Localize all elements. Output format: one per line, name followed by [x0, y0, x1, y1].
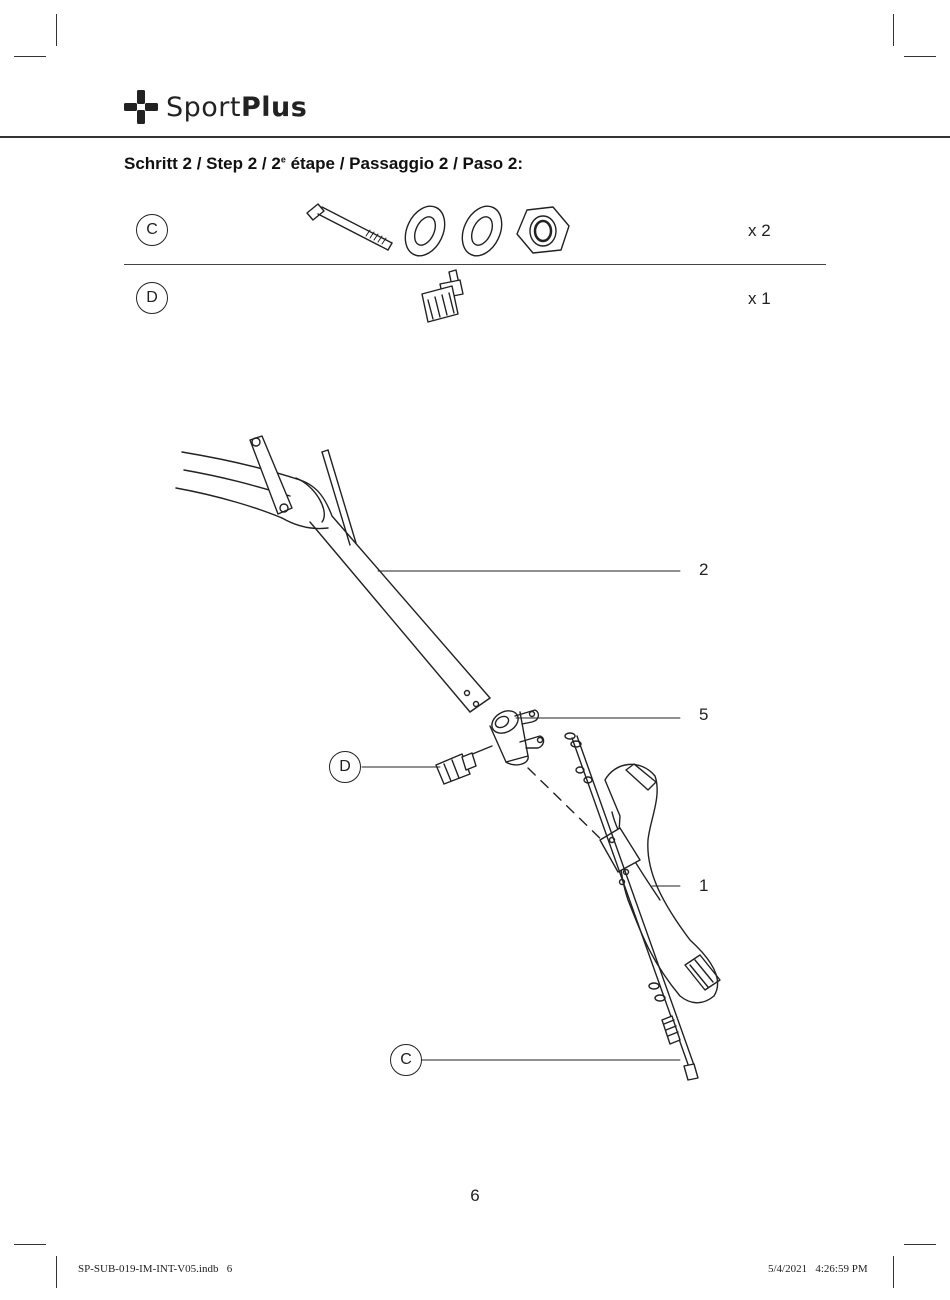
slug-timestamp: 5/4/2021 4:26:59 PM [768, 1263, 868, 1275]
washer-icon [404, 205, 446, 257]
callout-hardware-d: D [329, 751, 361, 783]
pivot-plate [249, 435, 293, 515]
washer-icon [461, 205, 503, 257]
crop-mark [56, 1256, 57, 1288]
upper-tube [175, 451, 491, 713]
page-number: 6 [470, 1186, 480, 1205]
knob-icon [421, 269, 464, 323]
slug-file: SP-SUB-019-IM-INT-V05.indb 6 [78, 1263, 233, 1275]
callout-part-2: 2 [699, 560, 709, 579]
crop-mark [904, 1244, 936, 1245]
handle [599, 763, 721, 1004]
plus-cross-icon [124, 90, 158, 124]
part-c-label: C [136, 214, 168, 246]
crop-mark [14, 1244, 46, 1245]
bracket [489, 709, 545, 766]
crop-mark [56, 14, 57, 46]
brand-wordmark: SportPlus [166, 91, 308, 123]
crop-mark [893, 1256, 894, 1288]
threaded-rod [321, 449, 357, 546]
header-divider [0, 136, 950, 138]
bolt-assembly [564, 732, 699, 1081]
nut-icon [516, 206, 570, 254]
part-c-quantity: x 2 [748, 221, 771, 240]
part-d-label: D [136, 282, 168, 314]
part-d-quantity: x 1 [748, 289, 771, 308]
step-title: Schritt 2 / Step 2 / 2e étape / Passaggi… [124, 154, 523, 173]
callout-part-1: 1 [699, 876, 709, 895]
callout-part-5: 5 [699, 705, 709, 724]
knob-installed [435, 745, 493, 785]
crop-mark [14, 56, 46, 57]
crop-mark [904, 56, 936, 57]
callout-hardware-c: C [390, 1044, 422, 1076]
bolt-icon [306, 203, 393, 251]
brand-logo: SportPlus [122, 88, 307, 126]
parts-divider [124, 264, 826, 265]
crop-mark [893, 14, 894, 46]
